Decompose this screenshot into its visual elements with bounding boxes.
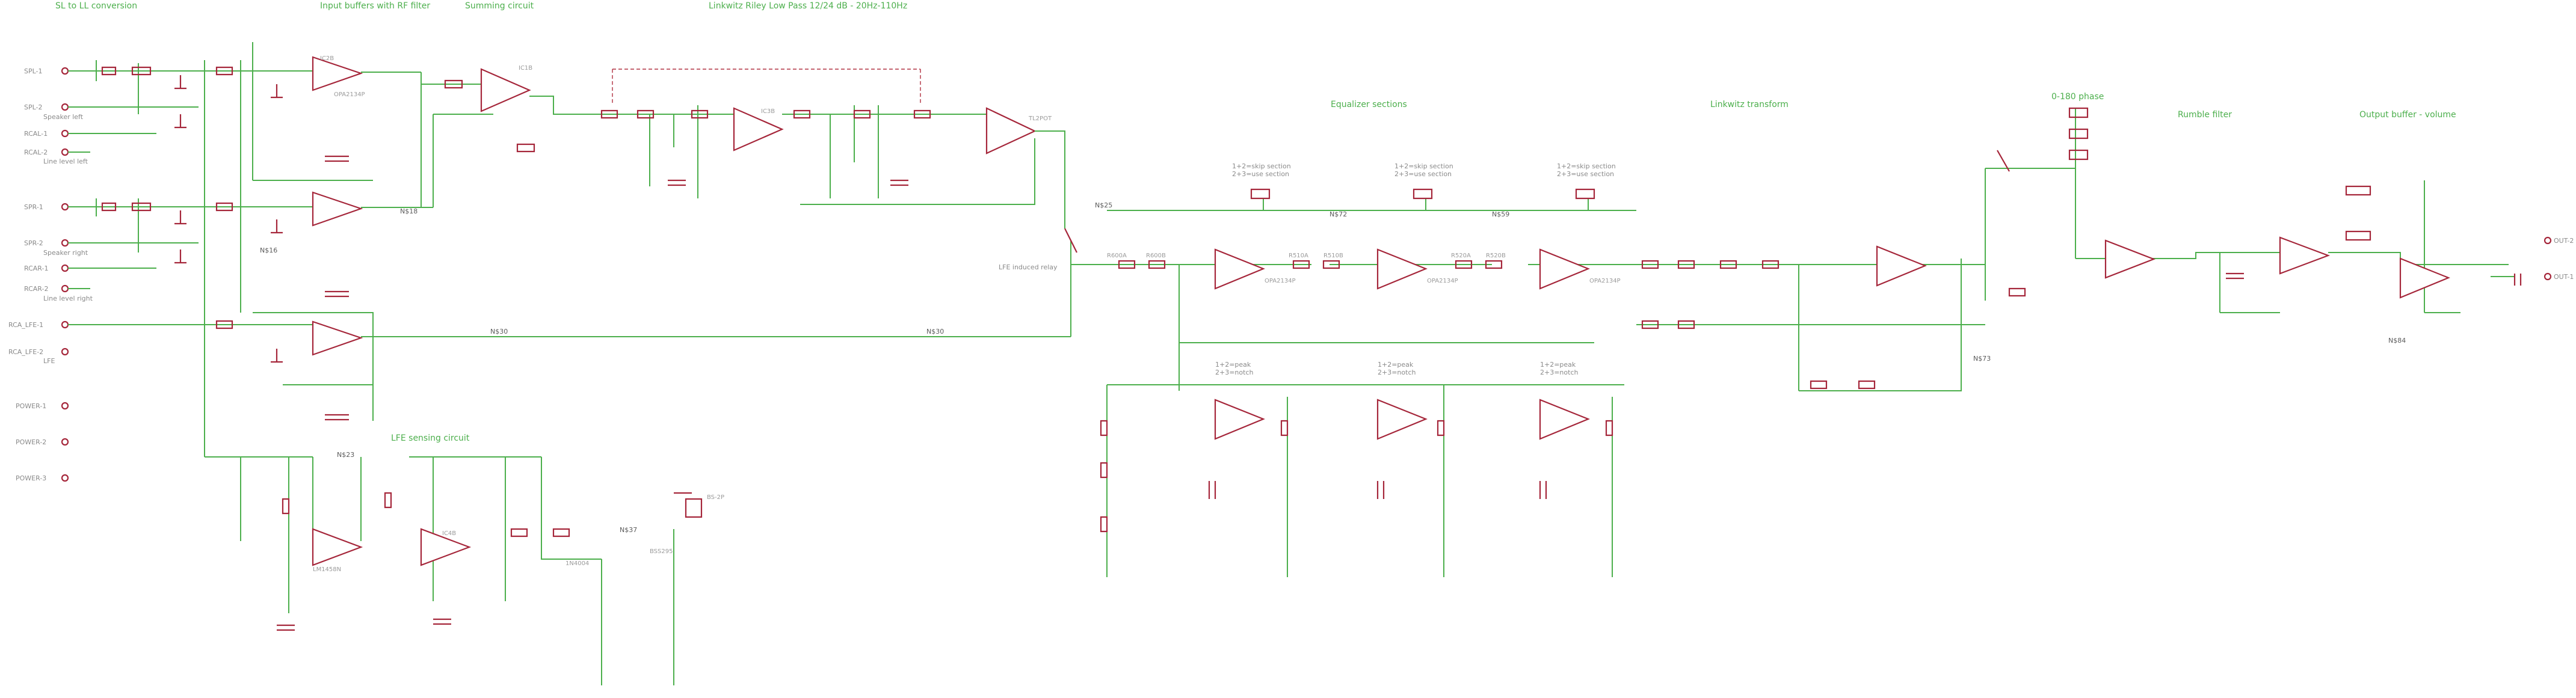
- eq1-notch-notch: 2+3=notch: [1215, 369, 1253, 376]
- connector-out-1: [2544, 272, 2552, 281]
- net-n84: N$84: [2388, 337, 2406, 344]
- connector-spr-1: SPR-1: [24, 203, 43, 211]
- section-title-input-buf: Input buffers with RF filter: [320, 1, 430, 11]
- eq3-header-use: 2+3=use section: [1557, 170, 1614, 178]
- opamp-opa2134p-1: OPA2134P: [334, 91, 365, 98]
- opamp-ic4b: IC4B: [442, 530, 456, 537]
- eq2-notch-notch: 2+3=notch: [1378, 369, 1416, 376]
- connector-out-2: [2544, 236, 2552, 245]
- connector-spl-1: SPL-1: [24, 67, 43, 75]
- section-title-lfe-sense: LFE sensing circuit: [391, 433, 470, 443]
- part-r520b: R520B: [1486, 253, 1506, 259]
- section-title-output: Output buffer - volume: [2359, 110, 2456, 120]
- opamp-ic1b: IC1B: [519, 65, 532, 72]
- eq3-opamp: OPA2134P: [1589, 278, 1621, 284]
- phase-rumble-output: [1961, 107, 2522, 313]
- part-r510b: R510B: [1323, 253, 1343, 259]
- eq2-header-use: 2+3=use section: [1394, 170, 1452, 178]
- part-1n4004: 1N4004: [565, 560, 589, 567]
- part-r510a: R510A: [1289, 253, 1308, 259]
- equalizer-sections: [1100, 188, 1636, 577]
- label-lfe-relay: LFE induced relay: [999, 263, 1058, 271]
- part-r520a: R520A: [1451, 253, 1471, 259]
- part-r600b: R600B: [1146, 253, 1166, 259]
- connector-rcar-1: RCAR-1: [24, 265, 48, 272]
- eq3-notch-peak: 1+2=peak: [1540, 361, 1576, 369]
- connector-power-2: POWER-2: [16, 438, 46, 446]
- opamp-lm1458n: LM1458N: [313, 566, 341, 573]
- eq3-notch-notch: 2+3=notch: [1540, 369, 1578, 376]
- label-speaker-right: Speaker right: [43, 249, 88, 257]
- part-bs-2p: BS-2P: [707, 494, 724, 501]
- linkwitz-transform: [1636, 245, 1985, 391]
- section-title-equalizer: Equalizer sections: [1331, 100, 1407, 109]
- connector-out-2-label: OUT-2: [2554, 237, 2574, 245]
- net-n41: N$37: [620, 526, 637, 534]
- eq1-opamp: OPA2134P: [1265, 278, 1296, 284]
- part-bss295: BSS295: [650, 548, 673, 555]
- input-buffers: [68, 42, 1071, 457]
- net-n18: N$18: [400, 207, 418, 215]
- eq2-header-skip: 1+2=skip section: [1394, 162, 1453, 170]
- connector-rcal-2: RCAL-2: [24, 148, 48, 156]
- section-title-rumble: Rumble filter: [2178, 110, 2232, 120]
- summing-circuit: [421, 68, 578, 208]
- lfe-relay: [1035, 130, 1197, 337]
- connector-spr-2: SPR-2: [24, 239, 43, 247]
- net-n30: N$25: [1095, 201, 1112, 209]
- net-n73: N$72: [1330, 210, 1347, 218]
- net-n16: N$16: [260, 246, 277, 254]
- connector-out-1-label: OUT-1: [2554, 273, 2574, 281]
- section-title-summing: Summing circuit: [465, 1, 534, 11]
- net-n37b: N$30: [926, 328, 944, 335]
- eq2-opamp: OPA2134P: [1427, 278, 1458, 284]
- label-lfe: LFE: [43, 357, 55, 365]
- eq3-header-skip: 1+2=skip section: [1557, 162, 1616, 170]
- connector-rcal-1: RCAL-1: [24, 130, 48, 138]
- connector-rca-lfe-1: RCA_LFE-1: [8, 321, 43, 329]
- connector-rcar-2: RCAR-2: [24, 285, 48, 293]
- linkwitz-riley-filter: [578, 69, 1037, 205]
- label-speaker-left: Speaker left: [43, 113, 84, 121]
- net-n37: N$30: [490, 328, 508, 335]
- connector-spl-2: SPL-2: [24, 103, 43, 111]
- section-title-phase: 0-180 phase: [2051, 92, 2104, 102]
- input-connectors: [61, 67, 69, 482]
- section-title-transform: Linkwitz transform: [1710, 100, 1789, 109]
- eq1-header-skip: 1+2=skip section: [1232, 162, 1291, 170]
- eq1-notch-peak: 1+2=peak: [1215, 361, 1251, 369]
- eq2-notch-peak: 1+2=peak: [1378, 361, 1414, 369]
- part-r600a: R600A: [1107, 253, 1127, 259]
- net-n25: N$23: [337, 451, 354, 459]
- section-title-sl-ll: SL to LL conversion: [55, 1, 137, 11]
- eq1-header-use: 2+3=use section: [1232, 170, 1289, 178]
- part-tl2pot: TL2POT: [1028, 115, 1052, 122]
- opamp-ic2b: IC2B: [320, 55, 334, 62]
- net-n75: N$73: [1973, 355, 1991, 363]
- net-n72: N$59: [1492, 210, 1509, 218]
- connector-rca-lfe-2: RCA_LFE-2: [8, 348, 43, 356]
- connector-power-1: POWER-1: [16, 402, 46, 410]
- label-line-level-left: Line level left: [43, 158, 88, 165]
- connector-power-3: POWER-3: [16, 474, 46, 482]
- section-title-linkwitz: Linkwitz Riley Low Pass 12/24 dB - 20Hz-…: [709, 1, 907, 11]
- lfe-sensing-circuit: [205, 456, 703, 685]
- sl-ll-wiring: [68, 60, 199, 289]
- label-line-level-right: Line level right: [43, 295, 93, 302]
- opamp-ic3b: IC3B: [761, 108, 775, 115]
